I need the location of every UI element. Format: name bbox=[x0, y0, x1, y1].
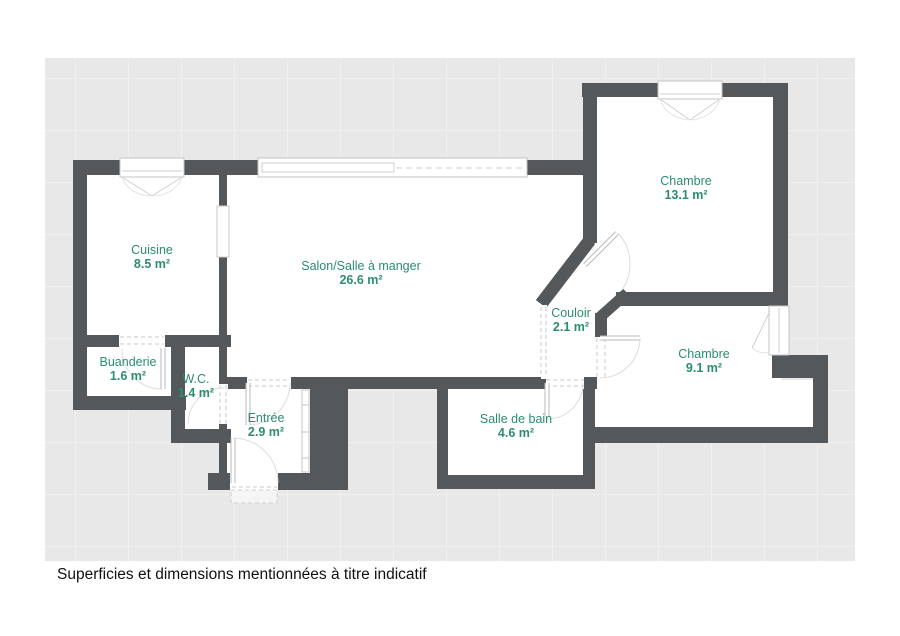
wall-buanderie-wc bbox=[171, 347, 185, 443]
wall-step-vertical bbox=[813, 355, 828, 443]
opening-buanderie bbox=[119, 334, 165, 348]
arc-couloir-chambre9 bbox=[599, 337, 641, 379]
opening-couloir-salon bbox=[541, 305, 547, 379]
window-casements bbox=[121, 98, 771, 354]
opening-entry-door bbox=[230, 473, 278, 490]
window-cuisine-salon-glazed bbox=[216, 205, 230, 258]
wall-inter-chambre bbox=[616, 292, 788, 306]
door-leaves bbox=[160, 231, 640, 483]
arc-buanderie bbox=[121, 348, 164, 390]
wall-entree-right bbox=[310, 377, 348, 490]
opening-dashes bbox=[120, 307, 606, 488]
floor-chambre-13 bbox=[590, 88, 781, 300]
arc-couloir-sdb bbox=[546, 382, 584, 420]
window-cuisine bbox=[119, 157, 185, 178]
wall-buanderie-bottom bbox=[73, 396, 186, 410]
plan-caption: Superficies et dimensions mentionnées à … bbox=[57, 566, 427, 583]
wall-wc-bottom bbox=[171, 429, 231, 443]
entree-wall-strip bbox=[301, 389, 310, 473]
wall-couloir-chambre9-diagonal bbox=[595, 288, 631, 323]
floor-salle-de-bain bbox=[440, 374, 590, 482]
floor-cuisine bbox=[80, 168, 226, 342]
window-salon-pane bbox=[261, 162, 395, 173]
wall-left bbox=[73, 160, 87, 410]
wall-salon-couloir-diagonal bbox=[535, 236, 596, 308]
floor-salon bbox=[224, 168, 592, 383]
room-label-wc: W.C.1.4 m² bbox=[178, 372, 214, 400]
wall-chambre9-bottom bbox=[583, 427, 828, 443]
entry-threshold bbox=[230, 489, 278, 504]
arc-entry-door bbox=[232, 437, 279, 484]
wall-chambre13-left bbox=[583, 83, 597, 243]
opening-couloir-sdb bbox=[546, 377, 584, 389]
wall-sdb-bottom bbox=[437, 475, 595, 489]
wall-right bbox=[773, 83, 788, 357]
opening-couloir-chambre9 bbox=[595, 337, 607, 377]
arc-chambre13-diagonal bbox=[617, 232, 631, 291]
opening-entree-top bbox=[247, 377, 291, 389]
wall-sdb-left bbox=[437, 377, 448, 489]
wall-divider bbox=[219, 160, 227, 477]
walls-diagonal bbox=[535, 236, 631, 323]
arc-wc bbox=[187, 387, 225, 425]
door-arcs bbox=[121, 232, 641, 484]
opening-wc bbox=[218, 384, 228, 424]
floor-entree bbox=[224, 377, 316, 484]
window-details bbox=[122, 93, 780, 353]
arc-entree-top bbox=[247, 382, 291, 426]
floor-chambre-9 bbox=[588, 298, 820, 436]
window-chambre13 bbox=[657, 80, 723, 100]
